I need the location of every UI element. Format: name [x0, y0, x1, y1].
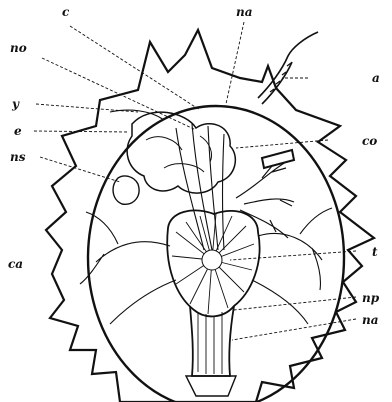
label-e: e [14, 124, 22, 138]
label-co: co [362, 134, 377, 148]
label-a: a [372, 71, 380, 85]
label-na-top: na [236, 5, 253, 19]
label-ca: ca [8, 257, 23, 271]
label-ns: ns [10, 150, 26, 164]
label-t: t [372, 245, 378, 259]
label-na-right: na [362, 313, 379, 327]
label-y: y [11, 97, 20, 111]
label-np: np [362, 291, 380, 305]
label-c: c [62, 5, 70, 19]
label-no: no [10, 41, 27, 55]
